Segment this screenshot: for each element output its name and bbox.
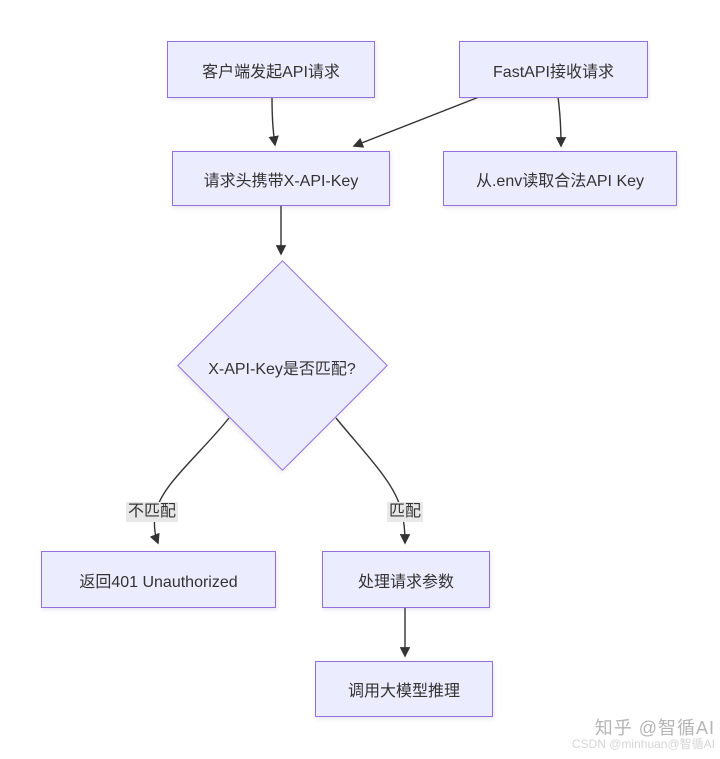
node-process-params: 处理请求参数	[322, 551, 490, 608]
node-env-key: 从.env读取合法API Key	[443, 151, 677, 206]
edge-client-to-request-header	[268, 97, 279, 147]
node-llm-inference-label: 调用大模型推理	[347, 683, 460, 700]
node-llm-inference: 调用大模型推理	[315, 661, 493, 717]
watermark-zhihu: 知乎 @智循AI	[594, 717, 715, 738]
edge-key-match-to-process-params	[335, 417, 411, 545]
watermark-csdn: CSDN @minhuan@智循AI	[571, 737, 715, 752]
edge-label-match: 匹配	[386, 502, 424, 522]
edge-fastapi-to-env-key	[555, 96, 567, 148]
node-request-header: 请求头携带X-API-Key	[172, 151, 390, 206]
node-unauthorized-label: 返回401 Unauthorized	[79, 573, 238, 591]
edge-key-match-to-unauthorized	[149, 417, 230, 545]
node-client: 客户端发起API请求	[167, 41, 375, 98]
node-fastapi-label: FastAPI接收请求	[493, 63, 614, 81]
node-fastapi: FastAPI接收请求	[459, 41, 648, 98]
node-client-label: 客户端发起API请求	[202, 63, 340, 81]
node-key-match-label: X-API-Key是否匹配?	[208, 361, 356, 378]
edge-label-no-match: 不匹配	[125, 502, 179, 522]
node-unauthorized: 返回401 Unauthorized	[41, 551, 276, 608]
edge-fastapi-to-request-header	[352, 96, 480, 148]
node-env-key-label: 从.env读取合法API Key	[475, 172, 645, 190]
watermark: 知乎 @智循AI CSDN @minhuan@智循AI	[572, 718, 715, 752]
node-process-params-label: 处理请求参数	[357, 573, 454, 591]
node-request-header-label: 请求头携带X-API-Key	[203, 172, 359, 190]
